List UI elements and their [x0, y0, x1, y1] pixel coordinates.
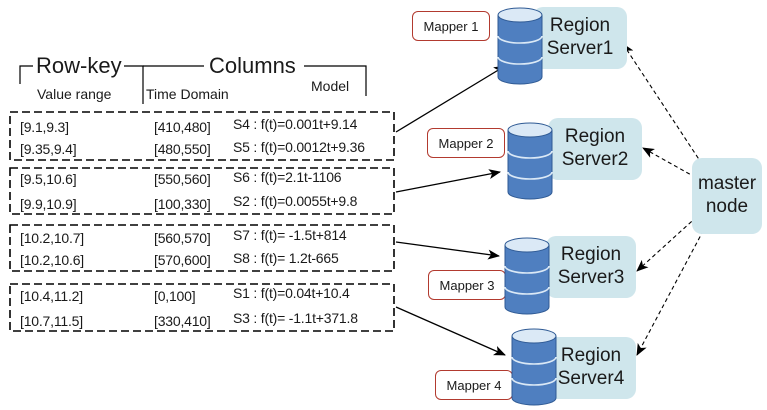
mapper-3-label: Mapper 3: [428, 270, 506, 300]
region-server-3-line1: Region: [560, 244, 622, 265]
database-icon: [507, 122, 553, 200]
database-icon: [497, 7, 543, 85]
row-time-domain: [100,330]: [154, 196, 211, 212]
region-server-3: Region Server3: [546, 236, 636, 298]
row-value-range: [9.1,9.3]: [20, 119, 69, 135]
row-model: S3 : f(t)= -1.1t+371.8: [233, 310, 358, 326]
arrow-icon: [395, 65, 506, 133]
dashed-arrow-icon: [636, 211, 703, 272]
row-time-domain: [560,570]: [154, 230, 211, 246]
region-server-3-line2: Server3: [557, 267, 625, 288]
group-box-3: [9, 224, 395, 272]
group-box-1: [9, 111, 395, 161]
region-server-1: Region Server1: [533, 7, 627, 69]
region-server-1-line1: Region: [549, 15, 611, 36]
row-value-range: [9.5,10.6]: [20, 171, 77, 187]
region-server-2-line2: Server2: [561, 149, 629, 170]
row-value-range: [9.9,10.9]: [20, 196, 77, 212]
row-time-domain: [570,600]: [154, 252, 211, 268]
region-server-4-line1: Region: [560, 345, 622, 366]
row-value-range: [10.4,11.2]: [20, 288, 83, 304]
time-domain-header: Time Domain: [146, 86, 229, 102]
row-value-range: [10.7,11.5]: [20, 313, 83, 329]
group-box-2: [9, 167, 395, 215]
arrow-icon: [395, 241, 500, 260]
master-node-line2: node: [705, 196, 749, 217]
mapper-2-label: Mapper 2: [427, 128, 505, 158]
columns-header: Columns: [209, 53, 296, 78]
row-model: S7 : f(t)= -1.5t+814: [233, 227, 347, 243]
mapper-1-label: Mapper 1: [412, 11, 490, 41]
database-icon: [504, 237, 550, 315]
region-server-2: Region Server2: [548, 118, 642, 180]
arrow-icon: [395, 306, 506, 356]
row-time-domain: [480,550]: [154, 141, 211, 157]
row-model: S8 : f(t)= 1.2t-665: [233, 250, 339, 266]
row-time-domain: [410,480]: [154, 119, 211, 135]
group-box-4: [9, 283, 395, 332]
row-value-range: [9.35,9.4]: [20, 141, 77, 157]
columns-bracket: [143, 65, 367, 96]
region-server-2-line1: Region: [564, 126, 626, 147]
row-time-domain: [330,410]: [154, 313, 211, 329]
row-model: S5 : f(t)=0.0012t+9.36: [233, 139, 365, 155]
value-range-header: Value range: [37, 86, 112, 102]
row-model: S6 : f(t)=2.1t-1106: [233, 169, 342, 185]
row-value-range: [10.2,10.6]: [20, 252, 84, 268]
master-node-line1: master: [697, 173, 757, 194]
model-header: Model: [311, 78, 350, 94]
region-server-4: Region Server4: [546, 337, 636, 399]
arrow-icon: [395, 169, 501, 193]
row-value-range: [10.2,10.7]: [20, 230, 84, 246]
master-node: master node: [692, 158, 762, 234]
dashed-arrow-icon: [642, 147, 703, 182]
region-server-4-line2: Server4: [557, 368, 625, 389]
region-server-1-line2: Server1: [546, 38, 614, 59]
database-icon: [511, 328, 557, 406]
row-model: S4 : f(t)=0.001t+9.14: [233, 116, 358, 132]
row-time-domain: [550,560]: [154, 171, 211, 187]
row-time-domain: [0,100]: [154, 288, 196, 304]
row-model: S2 : f(t)=0.0055t+9.8: [233, 193, 358, 209]
row-key-header: Row-key: [36, 53, 122, 78]
row-model: S1 : f(t)=0.04t+10.4: [233, 285, 350, 301]
mapper-4-label: Mapper 4: [435, 370, 513, 400]
dashed-arrow-icon: [636, 217, 711, 356]
